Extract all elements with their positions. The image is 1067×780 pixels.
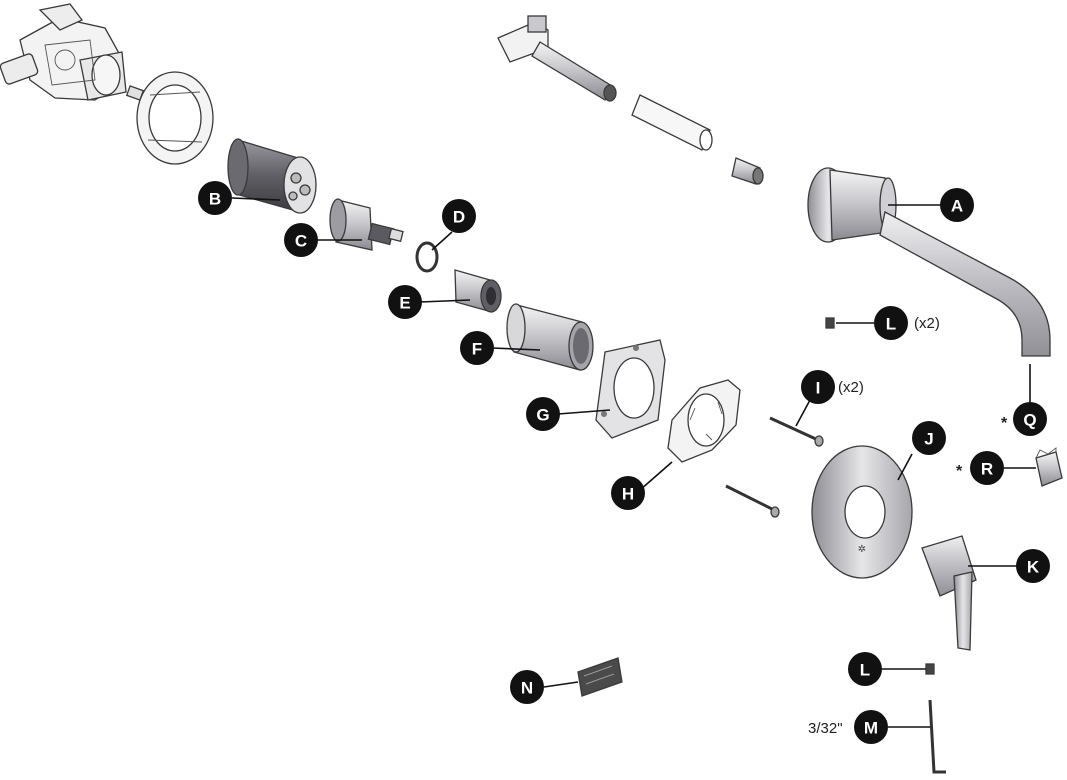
callout-L-top: L	[874, 306, 908, 340]
callout-A: A	[940, 188, 974, 222]
callout-C-label: C	[295, 232, 307, 251]
callout-R-label: R	[981, 460, 993, 479]
callout-E-label: E	[399, 294, 410, 313]
callout-J: J	[912, 421, 946, 455]
callout-B-label: B	[209, 190, 221, 209]
callout-I-quantity: (x2)	[838, 379, 864, 396]
callout-J-label: J	[924, 430, 933, 449]
callout-H: H	[611, 476, 645, 510]
callout-B: B	[198, 181, 232, 215]
callout-D: D	[442, 199, 476, 233]
callout-D-label: D	[453, 208, 465, 227]
callout-L-top-label: L	[886, 315, 896, 334]
leader-lines	[231, 197, 1036, 728]
set-screw-part-bottom	[925, 663, 935, 675]
callout-E: E	[388, 285, 422, 319]
cartridge-housing-part	[227, 138, 317, 214]
callout-R: R	[970, 451, 1004, 485]
callout-G-label: G	[536, 406, 549, 425]
callout-Q-asterisk: *	[1001, 415, 1008, 432]
set-screw-part-top	[825, 317, 835, 329]
callout-F: F	[460, 331, 494, 365]
callout-L-bottom: L	[848, 652, 882, 686]
callout-I-label: I	[816, 379, 821, 398]
info-card-part	[577, 657, 623, 697]
hex-key-size-note: 3/32"	[808, 720, 843, 737]
callout-Q: Q	[1013, 402, 1047, 436]
callout-Q-label: Q	[1023, 411, 1036, 430]
callout-L-quantity: (x2)	[914, 315, 940, 332]
aerator-part	[1035, 447, 1063, 487]
retaining-clip-part	[415, 241, 439, 273]
callout-R-asterisk: *	[956, 463, 963, 480]
callout-K: K	[1016, 549, 1050, 583]
hex-key-part	[928, 699, 946, 774]
mounting-plate-part	[595, 339, 666, 439]
callout-H-label: H	[622, 485, 634, 504]
handle-part	[921, 535, 977, 651]
svg-text:✲: ✲	[858, 544, 866, 555]
screws-part	[725, 416, 824, 518]
callout-K-label: K	[1027, 558, 1040, 577]
spout-part	[807, 167, 1051, 357]
sleeve-part	[506, 303, 594, 371]
callout-M: M	[854, 710, 888, 744]
callout-M-label: M	[864, 719, 878, 738]
callout-N: N	[510, 670, 544, 704]
callout-G: G	[526, 397, 560, 431]
valve-body-part	[0, 3, 145, 101]
cartridge-part	[329, 198, 404, 251]
callout-L-bottom-label: L	[860, 661, 870, 680]
callout-C: C	[284, 223, 318, 257]
plaster-guard-part	[136, 71, 214, 165]
callout-A-label: A	[951, 197, 963, 216]
bonnet-nut-part	[454, 269, 502, 313]
spout-supply-part	[497, 15, 764, 185]
gasket-bracket-part	[667, 379, 741, 463]
trim-plate-part: ✲	[811, 445, 913, 579]
callout-F-label: F	[472, 340, 482, 359]
callout-I: I	[801, 370, 835, 404]
callout-N-label: N	[521, 679, 533, 698]
